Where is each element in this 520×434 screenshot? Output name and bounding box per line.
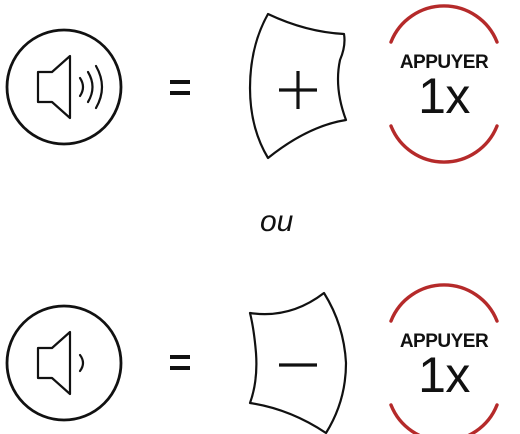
plus-icon [279,71,317,109]
press-badge-label: APPUYER [399,52,489,73]
volume-down-speaker-circle [5,304,123,422]
press-badge-count: 1x [418,347,470,403]
minus-button-shape [248,291,348,434]
speaker-loud-icon [36,54,104,120]
press-badge-count: 1x [418,68,470,124]
volume-up-graphics [5,4,499,164]
speaker-quiet-icon [36,330,85,396]
volume-down-row: APPUYER 1x [0,283,520,434]
press-badge-bottom-arc [389,124,499,164]
equals-sign [170,80,190,95]
volume-up-speaker-circle [5,28,123,146]
press-badge-bottom-arc [389,403,499,434]
equals-sign [170,355,190,370]
press-badge-label: APPUYER [399,331,489,352]
separator-text: ou [260,205,294,238]
press-badge-top-arc [389,283,499,323]
press-badge-ring [389,4,499,164]
press-badge-ring [389,283,499,434]
volume-up-row: APPUYER 1x [0,0,520,170]
press-badge-top-arc [389,4,499,44]
press-badge: APPUYER 1x [386,331,502,403]
press-badge: APPUYER 1x [386,52,502,124]
volume-down-graphics [5,283,499,434]
